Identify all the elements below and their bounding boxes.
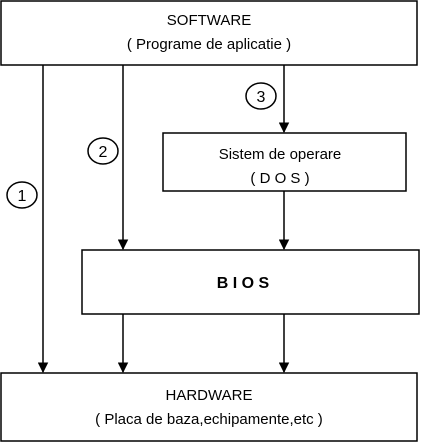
bios-box: B I O S <box>81 249 420 315</box>
hardware-box: HARDWARE ( Placa de baza,echipamente,etc… <box>0 372 418 442</box>
hardware-subtitle: ( Placa de baza,echipamente,etc ) <box>95 411 323 428</box>
software-box: SOFTWARE ( Programe de aplicatie ) <box>0 0 418 66</box>
bios-title: B I O S <box>217 275 270 292</box>
path-badge-2: 2 <box>87 137 119 165</box>
path-number-2: 2 <box>99 144 108 161</box>
hardware-title: HARDWARE <box>166 387 253 404</box>
software-title: SOFTWARE <box>167 12 251 29</box>
os-box: Sistem de operare ( D O S ) <box>162 132 407 192</box>
path-number-3: 3 <box>257 89 266 106</box>
path-badge-3: 3 <box>245 82 277 110</box>
path-number-1: 1 <box>18 188 27 205</box>
os-subtitle: ( D O S ) <box>250 170 309 187</box>
path-badge-1: 1 <box>6 181 38 209</box>
os-title: Sistem de operare <box>219 146 342 163</box>
software-subtitle: ( Programe de aplicatie ) <box>127 36 291 53</box>
